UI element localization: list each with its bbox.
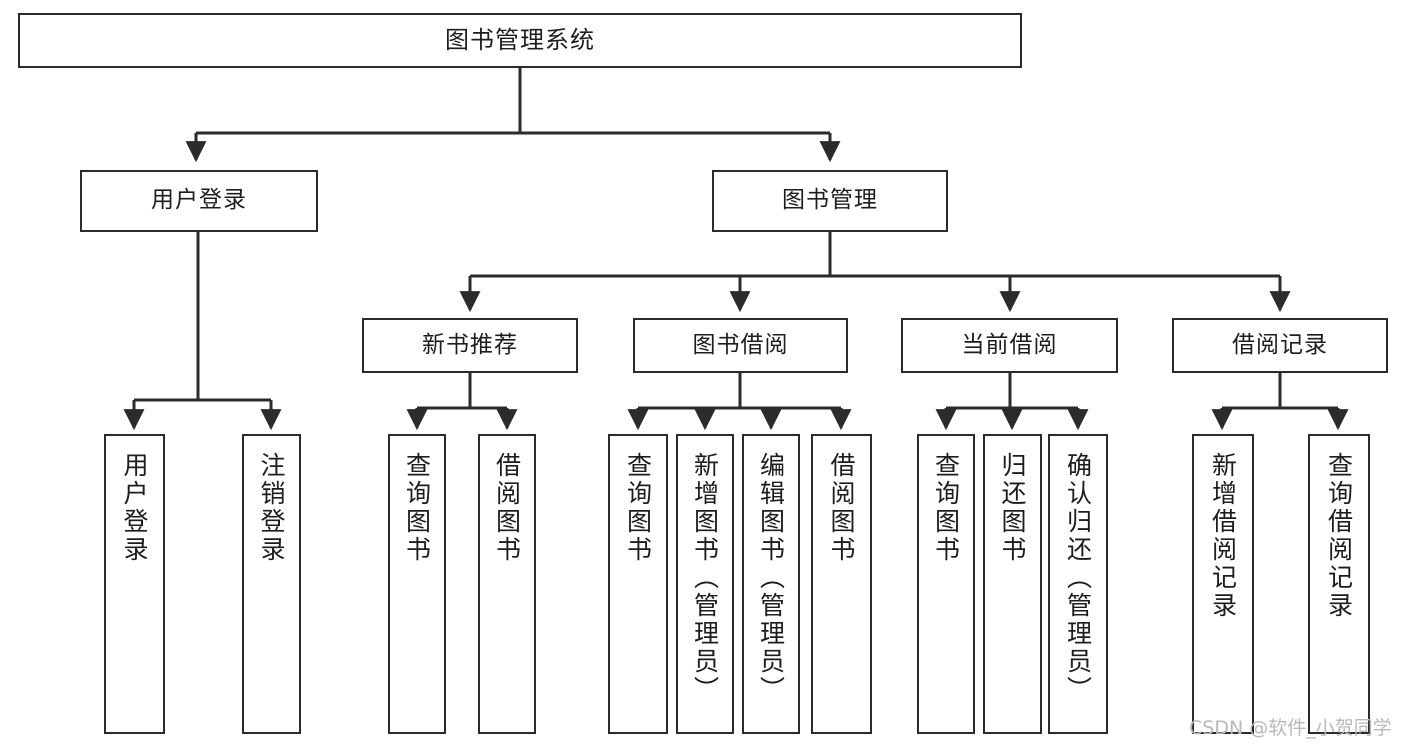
node-user-login[interactable]: 用户登录 — [80, 170, 318, 232]
node-root-system[interactable]: 图书管理系统 — [18, 13, 1022, 68]
leaf-edit-book-admin[interactable]: 编辑图书（管理员） — [742, 434, 800, 734]
node-label: 编辑图书（管理员） — [756, 452, 786, 704]
leaf-logout[interactable]: 注销登录 — [242, 434, 301, 734]
leaf-query-book-current[interactable]: 查询图书 — [917, 434, 975, 734]
node-label: 查询图书 — [623, 452, 653, 564]
node-label: 借阅图书 — [827, 452, 856, 564]
node-label: 用户登录 — [151, 187, 247, 214]
leaf-borrow-book[interactable]: 借阅图书 — [811, 434, 872, 734]
leaf-query-book-borrow[interactable]: 查询图书 — [608, 434, 668, 734]
leaf-return-book[interactable]: 归还图书 — [983, 434, 1042, 734]
leaf-query-book-newbook[interactable]: 查询图书 — [388, 434, 446, 734]
leaf-query-borrow-record[interactable]: 查询借阅记录 — [1308, 434, 1370, 734]
leaf-confirm-return-admin[interactable]: 确认归还（管理员） — [1048, 434, 1108, 734]
node-label: 图书管理系统 — [445, 26, 595, 55]
node-label: 新增图书（管理员） — [690, 452, 720, 704]
leaf-user-login[interactable]: 用户登录 — [104, 434, 165, 734]
node-label: 查询图书 — [931, 452, 961, 564]
node-label: 新增借阅记录 — [1208, 452, 1238, 620]
node-label: 借阅记录 — [1232, 331, 1328, 358]
node-label: 用户登录 — [120, 452, 149, 564]
node-label: 确认归还（管理员） — [1063, 452, 1093, 704]
leaf-borrow-book-newbook[interactable]: 借阅图书 — [478, 434, 536, 734]
node-label: 当前借阅 — [961, 331, 1058, 358]
node-label: 查询图书 — [402, 452, 432, 564]
node-label: 借阅图书 — [492, 452, 522, 564]
node-borrow-record[interactable]: 借阅记录 — [1172, 318, 1388, 373]
node-label: 图书管理 — [782, 187, 878, 214]
node-label: 注销登录 — [257, 452, 286, 564]
node-label: 新书推荐 — [422, 331, 518, 358]
leaf-add-book-admin[interactable]: 新增图书（管理员） — [676, 434, 734, 734]
node-current-borrow[interactable]: 当前借阅 — [901, 318, 1118, 373]
node-label: 图书借阅 — [692, 331, 789, 358]
leaf-add-borrow-record[interactable]: 新增借阅记录 — [1192, 434, 1254, 734]
csdn-watermark: CSDN @软件_小贺同学 — [1189, 717, 1392, 739]
node-label: 查询借阅记录 — [1324, 452, 1354, 620]
node-book-borrow[interactable]: 图书借阅 — [633, 318, 848, 373]
node-new-book-recommend[interactable]: 新书推荐 — [362, 318, 578, 373]
node-label: 归还图书 — [998, 452, 1027, 564]
node-book-management[interactable]: 图书管理 — [712, 170, 948, 232]
